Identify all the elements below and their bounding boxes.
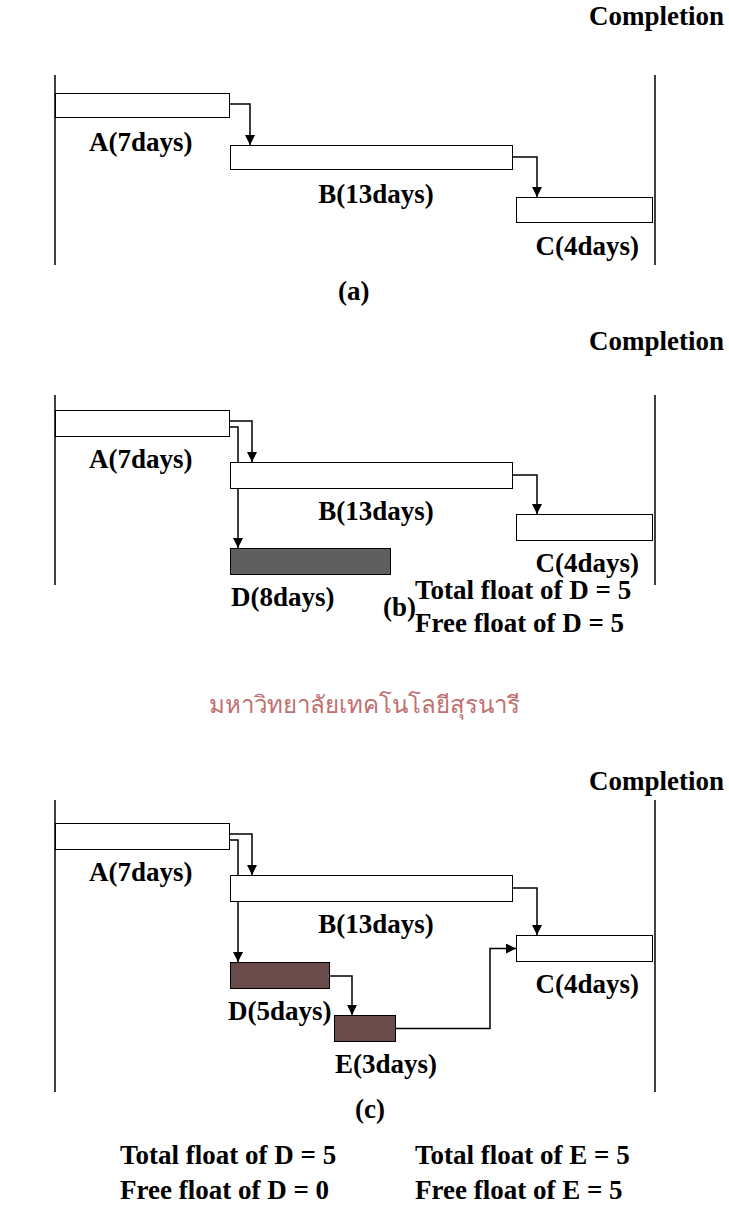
float-note: Free float of D = 0 bbox=[120, 1175, 329, 1206]
gantt-bar: A(7days) bbox=[55, 93, 230, 118]
gantt-bar: D(8days) bbox=[230, 548, 391, 575]
completion-line bbox=[654, 75, 656, 265]
activity-label: B(13days) bbox=[318, 179, 434, 210]
gantt-bar: C(4days) bbox=[516, 514, 653, 541]
gantt-bar: C(4days) bbox=[516, 935, 653, 962]
completion-label: Completion bbox=[589, 766, 724, 797]
panel-caption: (c) bbox=[355, 1094, 385, 1125]
activity-label: E(3days) bbox=[335, 1049, 437, 1080]
dependency-arrow bbox=[396, 949, 516, 1029]
gantt-bar: B(13days) bbox=[230, 145, 513, 170]
gantt-bar: E(3days) bbox=[334, 1015, 396, 1042]
completion-label: Completion bbox=[589, 1, 724, 32]
float-note: Total float of E = 5 bbox=[415, 1140, 630, 1171]
activity-label: A(7days) bbox=[89, 444, 193, 475]
activity-label: D(8days) bbox=[231, 582, 335, 613]
watermark-text: มหาวิทยาลัยเทคโนโลยีสุรนารี bbox=[209, 690, 520, 721]
completion-line bbox=[654, 800, 656, 1092]
gantt-bar: D(5days) bbox=[230, 962, 330, 989]
activity-label: B(13days) bbox=[318, 496, 434, 527]
float-note: Free float of D = 5 bbox=[415, 608, 624, 639]
float-note: Free float of E = 5 bbox=[415, 1175, 623, 1206]
activity-label: A(7days) bbox=[89, 857, 193, 888]
activity-label: C(4days) bbox=[535, 231, 639, 262]
panel-caption: (a) bbox=[338, 276, 369, 307]
dependency-arrow bbox=[513, 475, 537, 514]
activity-label: D(5days) bbox=[228, 996, 332, 1027]
panel-caption: (b) bbox=[383, 592, 416, 623]
activity-label: C(4days) bbox=[535, 969, 639, 1000]
gantt-bar: A(7days) bbox=[55, 410, 230, 437]
gantt-bar: B(13days) bbox=[230, 462, 513, 489]
activity-label: C(4days) bbox=[535, 548, 639, 579]
activity-label: B(13days) bbox=[318, 909, 434, 940]
gantt-bar: B(13days) bbox=[230, 875, 513, 902]
dependency-arrow bbox=[513, 157, 537, 197]
float-note: Total float of D = 5 bbox=[415, 575, 631, 606]
completion-label: Completion bbox=[589, 326, 724, 357]
activity-label: A(7days) bbox=[89, 127, 193, 158]
dependency-arrow bbox=[230, 104, 250, 145]
gantt-bar: A(7days) bbox=[55, 823, 230, 850]
completion-line bbox=[654, 395, 656, 585]
gantt-bar: C(4days) bbox=[516, 197, 653, 223]
float-note: Total float of D = 5 bbox=[120, 1140, 336, 1171]
dependency-arrow bbox=[330, 976, 352, 1015]
dependency-arrow bbox=[513, 888, 537, 935]
